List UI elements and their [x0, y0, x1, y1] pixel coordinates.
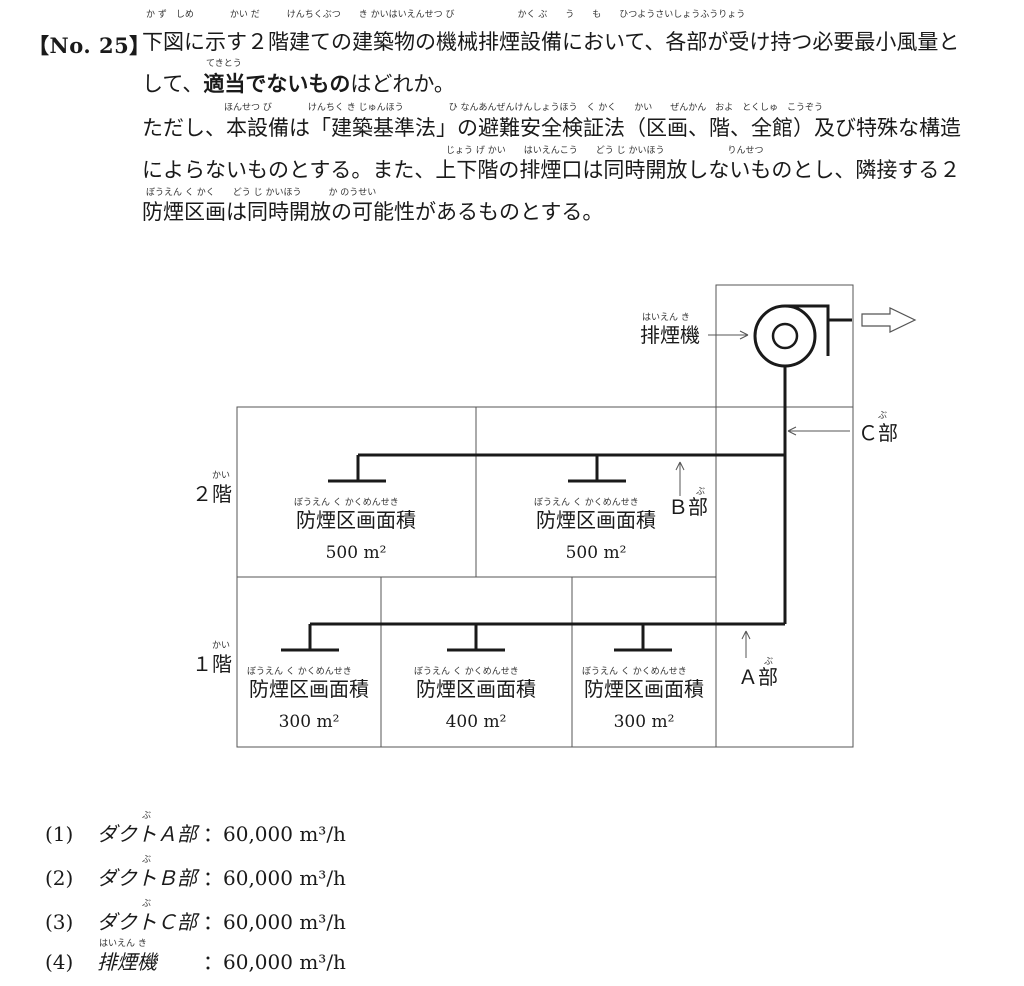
zone-2f-1-label: 防煙区画面積: [296, 508, 416, 532]
choice-4-ruby: はいえん き: [99, 939, 147, 949]
choice-2-value: ：60,000 m³/h: [203, 866, 346, 890]
choice-2-label: ダクトＢ部: [97, 866, 197, 890]
zone-2f-2-area: 500 m²: [566, 543, 627, 563]
choice-3-ruby: ぶ: [142, 899, 152, 909]
question-line-4: によらないものとする。また、上下階の排煙口は同時開放しないものとし、隣接する２: [142, 158, 961, 182]
exhaust-fan-icon: [753, 304, 852, 368]
question-line-5: 防煙区画は同時開放の可能性があるものとする。: [142, 200, 604, 224]
question-number: 【No. 25】: [28, 33, 151, 58]
floor2-label: ２階: [192, 482, 232, 506]
choice-2-number: (2): [45, 866, 74, 890]
zone-2f-2-ruby: ぼうえん く かくめんせき: [534, 497, 639, 508]
zone-1f-1-area: 300 m²: [279, 712, 340, 732]
zone-1f-3-ruby: ぼうえん く かくめんせき: [582, 666, 687, 677]
ruby-line-2: てきとう: [206, 59, 242, 69]
zone-1f-2-area: 400 m²: [446, 712, 507, 732]
choice-2[interactable]: (2) ダクトＢ部：60,000 m³/h: [45, 862, 346, 891]
zone-1f-1-ruby: ぼうえん く かくめんせき: [247, 666, 352, 677]
fan-pointer-arrowhead: [739, 330, 749, 340]
part-b-ruby: ぶ: [696, 486, 705, 497]
part-a-arrowhead: [741, 630, 751, 640]
ruby-line-3: ほんせつ び けんちく き じゅんほう ひ なんあんぜんけんしょうほう く かく…: [224, 103, 824, 113]
floor2-ruby: かい: [212, 470, 230, 481]
choice-4-label: 排煙機: [97, 950, 157, 974]
zone-1f-3-area: 300 m²: [614, 712, 675, 732]
question-line-2-head: して、: [142, 72, 204, 96]
choice-3-value: ：60,000 m³/h: [203, 910, 346, 934]
zone-1f-1-label: 防煙区画面積: [249, 677, 369, 701]
choice-3[interactable]: (3) ダクトＣ部：60,000 m³/h: [45, 906, 346, 935]
question-line-2: して、適当でないものはどれか。: [142, 74, 1002, 95]
part-b-arrowhead: [675, 461, 685, 471]
zone-1f-2-ruby: ぼうえん く かくめんせき: [414, 666, 519, 677]
part-b-label: Ｂ部: [668, 495, 708, 519]
part-c-arrowhead: [787, 426, 797, 436]
zone-2f-1-area: 500 m²: [326, 543, 387, 563]
floor1-label: １階: [192, 652, 232, 676]
ruby-line-4: じょう げ かい はいえんこう どう じ かいほう りんせつ: [446, 146, 764, 156]
fan-label: 排煙機: [640, 323, 700, 347]
choice-1[interactable]: (1) ダクトＡ部：60,000 m³/h: [45, 818, 346, 847]
zone-1f-3-label: 防煙区画面積: [584, 677, 704, 701]
part-c-ruby: ぶ: [878, 410, 887, 421]
part-a-label: Ａ部: [738, 665, 778, 689]
floor1-ruby: かい: [212, 640, 230, 651]
part-a-ruby: ぶ: [764, 656, 773, 667]
fan-label-ruby: はいえん き: [642, 312, 690, 323]
ruby-line-5: ぼうえん く かく どう じ かいほう か のうせい: [146, 188, 377, 198]
outlet-arrow-icon: [861, 307, 917, 333]
zone-1f-2-label: 防煙区画面積: [416, 677, 536, 701]
ruby-line-1: か ず しめ かい だ けんちくぶつ き かいはいえんせつ び かく ぶ う も…: [146, 10, 746, 20]
choice-1-number: (1): [45, 822, 74, 846]
choice-2-ruby: ぶ: [142, 855, 152, 865]
choice-1-label: ダクトＡ部: [97, 822, 197, 846]
choice-1-value: ：60,000 m³/h: [203, 822, 346, 846]
part-c-label: Ｃ部: [858, 421, 898, 445]
choice-4-value: ：60,000 m³/h: [203, 950, 346, 974]
zone-2f-1-ruby: ぼうえん く かくめんせき: [294, 497, 399, 508]
choice-1-ruby: ぶ: [142, 811, 152, 821]
zone-2f-2-label: 防煙区画面積: [536, 508, 656, 532]
question-line-1: 下図に示す２階建ての建築物の機械排煙設備において、各部が受け持つ必要最小風量と: [142, 30, 960, 54]
question-line-2-tail: はどれか。: [350, 72, 455, 96]
choice-3-label: ダクトＣ部: [97, 910, 197, 934]
emphasis-text: 適当でないもの: [203, 72, 351, 96]
question-line-3: ただし、本設備は「建築基準法」の避難安全検証法（区画、階、全館）及び特殊な構造: [142, 116, 961, 140]
choice-3-number: (3): [45, 910, 74, 934]
choice-4-number: (4): [45, 950, 74, 974]
choice-4[interactable]: (4) 排煙機 ：60,000 m³/h: [45, 946, 346, 975]
